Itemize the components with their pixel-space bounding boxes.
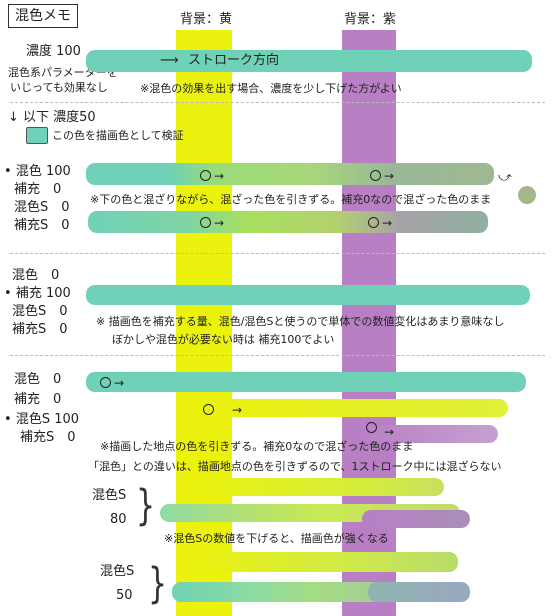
- sec3-param: 混色S 0: [12, 304, 68, 319]
- sec6-stroke-teal: [172, 582, 412, 602]
- sec4-stroke: [86, 372, 526, 392]
- sec5-brace: }: [136, 481, 156, 531]
- sec4-stroke-yellow: [198, 399, 508, 417]
- sec3-param: 混色 0: [12, 268, 60, 283]
- start-circle: [200, 217, 211, 228]
- sec2-stroke-bottom: [88, 211, 488, 233]
- sec1-stroke: [86, 50, 532, 72]
- sec2-param: • 混色 100: [4, 164, 71, 179]
- start-circle: [100, 377, 111, 388]
- sec2-param: 補充S 0: [14, 218, 70, 233]
- sec3-comment-line1: ※ 描画色を補充する量、混色/混色Sと使うので単体での数値変化はあまり意味なし: [96, 315, 505, 328]
- flow-arrow: →: [214, 216, 225, 230]
- sec6-value: 50: [116, 588, 133, 603]
- sec4-param: • 混色S 100: [4, 412, 80, 427]
- sec4-param: 補充 0: [14, 392, 62, 407]
- start-circle: [203, 404, 214, 415]
- start-circle: [370, 170, 381, 181]
- curved-arrow: ⤻: [498, 170, 512, 185]
- sec2-param-text: 混色 100: [15, 164, 71, 179]
- color-swatch: [26, 127, 48, 144]
- sec4-stroke-purple: [358, 425, 498, 443]
- sec6-stroke-purple: [368, 582, 470, 602]
- flow-arrow: →: [384, 425, 395, 439]
- sec4-param: 補充S 0: [20, 430, 76, 445]
- sec4-comment-line2: 「混色」との違いは、描画地点の色を引きずるので、1ストローク中には混ざらない: [88, 460, 502, 473]
- sec2-param: 混色S 0: [14, 200, 70, 215]
- sec3-param: 補充S 0: [12, 322, 68, 337]
- sec5-stroke-yellow: [196, 478, 444, 496]
- purple-column-label: 背景：紫: [344, 12, 397, 27]
- divider: [10, 355, 545, 356]
- sec6-label: 混色S: [100, 564, 135, 579]
- direction-arrow: ⟶: [160, 53, 179, 68]
- sec1-comment: ※混色の効果を出す場合、濃度を少し下げた方がよい: [140, 82, 402, 95]
- flow-arrow: →: [384, 169, 395, 183]
- sec4-param: 混色 0: [14, 372, 62, 387]
- sec5-comment: ※混色Sの数値を下げると、描画色が強くなる: [164, 532, 389, 545]
- sec3-comment-line2: ぼかしや混色が必要ない時は 補充100でよい: [112, 333, 335, 346]
- sec6-brace: }: [148, 559, 168, 609]
- sec5-stroke-purple: [362, 510, 470, 528]
- direction-label: ストローク方向: [188, 53, 280, 68]
- flow-arrow: →: [114, 376, 125, 390]
- start-circle: [368, 217, 379, 228]
- divider: [10, 102, 545, 103]
- sec4-param-text: 混色S 100: [15, 412, 80, 427]
- sec3-param: • 補充 100: [4, 286, 71, 301]
- sec1-note-line2: いじっても効果なし: [10, 81, 108, 94]
- mixed-color-dot: [518, 186, 536, 204]
- start-circle: [200, 170, 211, 181]
- start-circle: [366, 422, 377, 433]
- divider: [10, 253, 545, 254]
- yellow-column-label: 背景：黄: [180, 12, 233, 27]
- flow-arrow: →: [382, 216, 393, 230]
- sec6-stroke-yellow: [196, 552, 458, 572]
- swatch-caption: この色を描画色として検証: [52, 129, 184, 142]
- sec3-stroke: [86, 285, 530, 305]
- sec2-stroke-top: [86, 163, 494, 185]
- sec4-comment-line1: ※描画した地点の色を引きずる。補充0なので混ざった色のまま: [100, 440, 414, 453]
- sec1-setting: 濃度 100: [26, 44, 81, 59]
- sec2-heading-text: 以下 濃度50: [23, 110, 96, 125]
- sec5-value: 80: [110, 512, 127, 527]
- sec2-heading: ↓ 以下 濃度50: [8, 110, 96, 125]
- flow-arrow: →: [232, 403, 243, 417]
- sec2-comment: ※下の色と混ざりながら、混ざった色を引きずる。補充0なので混ざった色のまま: [90, 193, 492, 206]
- sec3-param-text: 補充 100: [15, 286, 71, 301]
- sec5-label: 混色S: [92, 488, 127, 503]
- page-title: 混色メモ: [8, 4, 78, 28]
- flow-arrow: →: [214, 169, 225, 183]
- sec2-param: 補充 0: [14, 182, 62, 197]
